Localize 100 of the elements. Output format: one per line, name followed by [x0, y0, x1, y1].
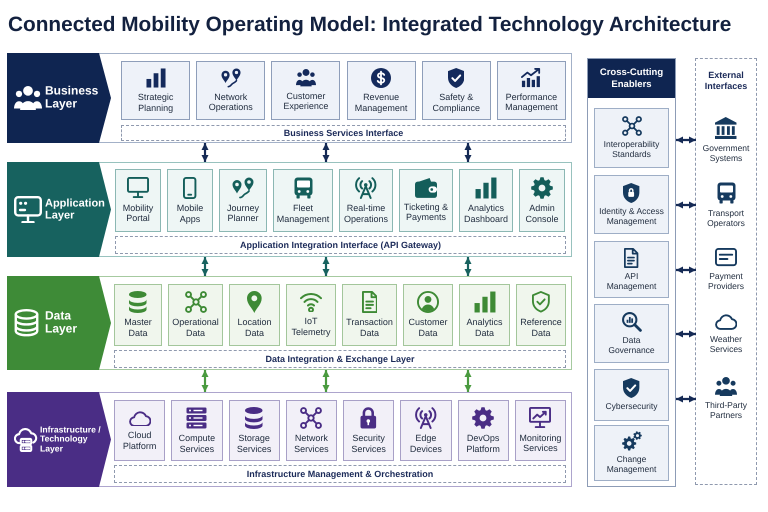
item-label: Payment Providers	[708, 272, 744, 292]
layer-title: Application Layer	[45, 197, 106, 222]
component-card	[339, 169, 393, 232]
double-arrow	[676, 202, 696, 208]
page-title: Connected Mobility Operating Model: Integrated Technology Architecture	[8, 12, 732, 38]
card-label: Journey Planner	[226, 202, 260, 224]
card-label: Fleet Management	[276, 202, 330, 224]
component-card	[228, 400, 280, 461]
card-label: Cloud Platform	[122, 430, 158, 452]
component-card	[168, 284, 223, 346]
double-arrow	[202, 257, 208, 276]
component-card	[403, 284, 453, 346]
component-card	[273, 169, 333, 232]
card-label: Analytics Dashboard	[463, 202, 509, 224]
enablers-panel	[587, 58, 676, 487]
card-label: Admin Console	[524, 202, 560, 224]
panel-title: External Interfaces	[704, 70, 748, 92]
layer-panel	[7, 392, 572, 487]
external-panel	[695, 58, 757, 485]
double-arrow	[464, 370, 472, 392]
double-arrow	[676, 136, 696, 144]
layer-panel	[7, 276, 572, 370]
interface-bar: Data Integration & Exchange Layer	[114, 350, 566, 368]
card-label: Interoperability Standards	[603, 140, 660, 160]
card-label: Reference Data	[520, 317, 562, 339]
card-label: Customer Experience	[282, 90, 330, 112]
component-card	[459, 169, 513, 232]
double-arrow	[464, 143, 472, 162]
card-label: Analytics Data	[466, 317, 504, 339]
card-label: Revenue Management	[354, 92, 408, 114]
double-arrow	[202, 370, 208, 392]
component-card	[286, 284, 336, 346]
card-label: Ticketing & Payments	[403, 202, 449, 223]
layer-title: Data Layer	[45, 310, 78, 336]
component-card	[399, 169, 453, 232]
card-label: Location Data	[236, 317, 272, 339]
component-card	[229, 284, 280, 346]
component-card	[342, 284, 397, 346]
card-label: Performance Management	[504, 92, 558, 113]
interface-bar: Business Services Interface	[121, 125, 566, 141]
component-card	[196, 61, 266, 120]
card-label: Change Management	[606, 455, 657, 475]
card-label: Real-time Operations	[343, 202, 389, 224]
component-card	[519, 169, 565, 232]
double-arrow	[322, 143, 330, 162]
card-label: Operational Data	[172, 317, 220, 339]
card-label: Strategic Planning	[137, 92, 174, 114]
card-label: IoT Telemetry	[290, 316, 332, 338]
card-label: Transaction Data	[346, 317, 394, 339]
double-arrow	[676, 396, 696, 402]
component-card	[271, 61, 340, 120]
component-card	[114, 284, 162, 346]
component-card	[115, 169, 161, 232]
card-label: Compute Services	[178, 432, 216, 454]
double-arrow	[202, 143, 208, 162]
layer-title: Infrastructure / Technology Layer	[40, 425, 102, 454]
card-label: DevOps Platform	[466, 432, 501, 454]
double-arrow	[676, 330, 696, 338]
component-card	[286, 400, 337, 461]
panel-header: Cross-Cutting Enablers	[588, 59, 675, 98]
card-label: Cybersecurity	[605, 402, 658, 412]
component-card	[516, 284, 566, 346]
enabler-card	[594, 425, 669, 481]
card-label: Master Data	[124, 317, 152, 339]
component-card	[171, 400, 222, 461]
enabler-card	[594, 175, 669, 234]
enabler-card	[594, 108, 669, 168]
component-card	[458, 400, 509, 461]
card-label: Network Operations	[208, 92, 254, 113]
interface-bar: Infrastructure Management & Orchestration	[114, 465, 566, 483]
interface-bar: Application Integration Interface (API Gateway)	[115, 236, 566, 254]
double-arrow	[322, 257, 330, 276]
item-label: Government Systems	[702, 144, 750, 164]
component-card	[400, 400, 452, 461]
card-label: Monitoring Services	[518, 432, 562, 454]
item-label: Transport Operators	[706, 208, 746, 228]
card-label: Customer Data	[408, 317, 448, 339]
component-card	[121, 61, 190, 120]
layer-panel	[7, 53, 572, 143]
component-card	[514, 400, 566, 461]
layer-title: Business Layer	[45, 84, 100, 112]
card-label: Security Services	[350, 432, 387, 454]
double-arrow	[322, 370, 330, 392]
component-card	[343, 400, 394, 461]
component-card	[496, 61, 566, 120]
card-label: Mobile Apps	[176, 202, 204, 224]
component-card	[422, 61, 491, 120]
double-arrow	[676, 266, 696, 274]
enabler-card	[594, 241, 669, 298]
card-label: Data Governance	[608, 336, 656, 356]
item-label: Third-Party Partners	[704, 401, 748, 421]
double-arrow	[464, 257, 472, 276]
card-label: Safety & Compliance	[432, 92, 481, 114]
card-label: Edge Devices	[408, 432, 443, 454]
enabler-card	[594, 369, 669, 421]
component-card	[219, 169, 267, 232]
card-label: API Management	[606, 272, 657, 292]
item-label: Weather Services	[709, 334, 743, 355]
component-card	[459, 284, 510, 346]
component-card	[114, 400, 166, 461]
